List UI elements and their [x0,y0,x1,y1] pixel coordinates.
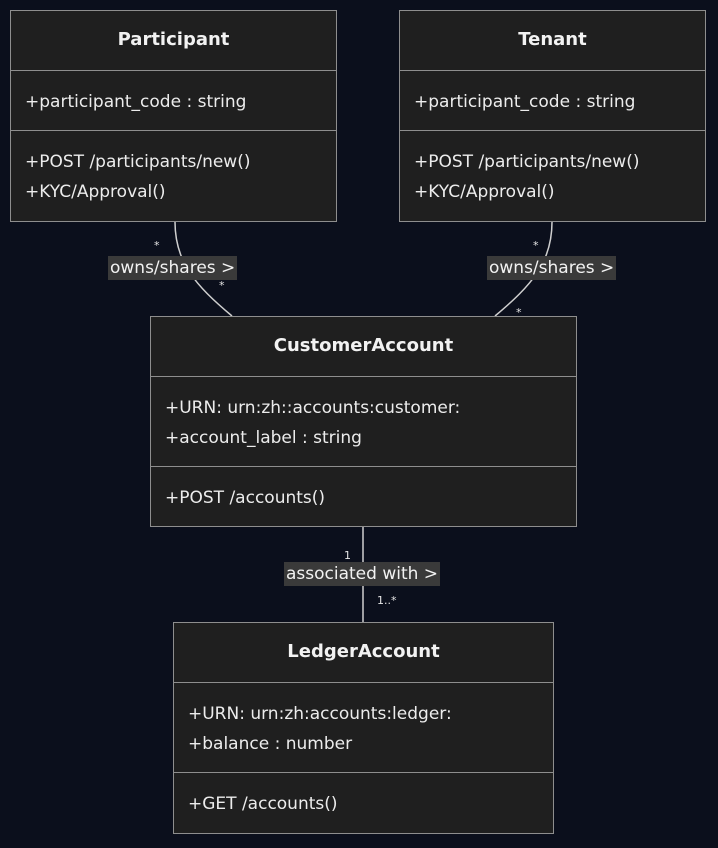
ledger-account-class-name: LedgerAccount [174,623,553,683]
ledger-account-methods: +GET /accounts() [174,773,553,819]
tenant-class[interactable]: Tenant +participant_code : string +POST … [399,10,706,222]
customer-account-attribute: +account_label : string [165,428,362,448]
ledger-account-method: +GET /accounts() [188,794,338,814]
customer-account-class[interactable]: CustomerAccount +URN: urn:zh::accounts:c… [150,316,577,527]
participant-class[interactable]: Participant +participant_code : string +… [10,10,337,222]
ledger-account-class[interactable]: LedgerAccount +URN: urn:zh:accounts:ledg… [173,622,554,834]
tenant-methods: +POST /participants/new() +KYC/Approval(… [400,131,705,207]
tenant-customer-side-multiplicity: * [516,306,522,319]
ledger-side-multiplicity: 1..* [377,594,397,607]
tenant-attributes: +participant_code : string [400,71,705,131]
ledger-account-attribute: +balance : number [188,734,353,754]
customer-ledger-label: associated with > [284,562,441,586]
tenant-customer-label: owns/shares > [487,256,617,280]
customer-account-methods: +POST /accounts() [151,467,576,513]
participant-method: +POST /participants/new() [25,152,251,172]
participant-method: +KYC/Approval() [25,182,166,202]
tenant-method: +POST /participants/new() [414,152,640,172]
customer-account-method: +POST /accounts() [165,488,326,508]
tenant-attribute: +participant_code : string [414,92,636,112]
participant-customer-side-multiplicity: * [219,279,225,292]
tenant-side-multiplicity: * [533,239,539,252]
participant-attribute: +participant_code : string [25,92,247,112]
participant-side-multiplicity: * [154,239,160,252]
ledger-account-attributes: +URN: urn:zh:accounts:ledger: +balance :… [174,683,553,773]
customer-account-attributes: +URN: urn:zh::accounts:customer: +accoun… [151,377,576,467]
participant-customer-label: owns/shares > [108,256,238,280]
customer-side-multiplicity: 1 [344,549,351,562]
participant-methods: +POST /participants/new() +KYC/Approval(… [11,131,336,207]
participant-class-name: Participant [11,11,336,71]
ledger-account-attribute: +URN: urn:zh:accounts:ledger: [188,704,452,724]
customer-account-class-name: CustomerAccount [151,317,576,377]
customer-account-attribute: +URN: urn:zh::accounts:customer: [165,398,461,418]
tenant-class-name: Tenant [400,11,705,71]
participant-attributes: +participant_code : string [11,71,336,131]
tenant-method: +KYC/Approval() [414,182,555,202]
